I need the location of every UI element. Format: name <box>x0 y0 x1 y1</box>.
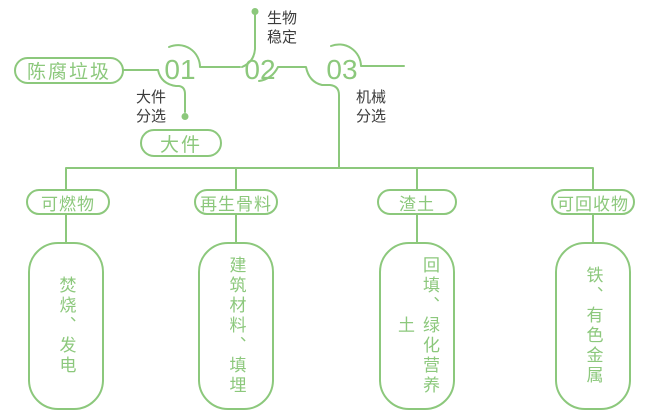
flow-dots <box>181 8 259 120</box>
bio-stabilize-connector-dot <box>251 8 259 15</box>
arc-step1-top-and-line-to-step2 <box>168 44 241 68</box>
connector-category-to-result-boxes <box>65 214 594 243</box>
arc-step3-top-and-line-right <box>330 43 405 67</box>
result-box-building-material-landfill: 建筑材料、填埋 <box>198 242 274 410</box>
category-node-combustibles: 可燃物 <box>26 189 110 215</box>
step-number-1: 01 <box>164 54 196 85</box>
step-number-3: 03 <box>326 54 358 85</box>
source-node-aged-waste: 陈腐垃圾 <box>14 57 124 84</box>
result-text-iron-nonferrous-metal: 铁、有色金属 <box>583 266 603 386</box>
flow-lines <box>65 13 594 243</box>
output-node-large-items: 大件 <box>140 129 222 157</box>
category-node-recyclables: 可回收物 <box>551 189 635 215</box>
curve-step1-drop-to-large-item <box>157 69 186 113</box>
step-label-mechanical-sorting: 机械分选 <box>356 89 387 125</box>
category-node-recycled-aggregate: 再生骨料 <box>194 189 278 215</box>
step-label-bio-stabilization: 生物稳定 <box>267 10 298 46</box>
curl-step2-line-and-step3-drop <box>258 66 340 169</box>
large-item-connector-dot <box>181 113 189 120</box>
step-number-2: 02 <box>244 54 276 85</box>
result-box-iron-nonferrous-metal: 铁、有色金属 <box>555 242 631 410</box>
category-node-slag-soil: 渣土 <box>377 189 457 215</box>
branch-distribution-line <box>65 167 594 190</box>
result-box-incineration-power: 焚烧、发电 <box>28 242 104 410</box>
line-step2-up-to-bio-dot <box>241 13 256 68</box>
step-label-large-item-sorting: 大件分选 <box>136 89 167 125</box>
result-text-building-material-landfill: 建筑材料、填埋 <box>226 256 246 396</box>
result-box-backfill-greening-soil: 回填、绿化营养土 <box>379 242 455 410</box>
result-text-backfill-greening-soil: 回填、绿化营养土 <box>395 256 439 396</box>
result-text-incineration-power: 焚烧、发电 <box>56 276 76 376</box>
